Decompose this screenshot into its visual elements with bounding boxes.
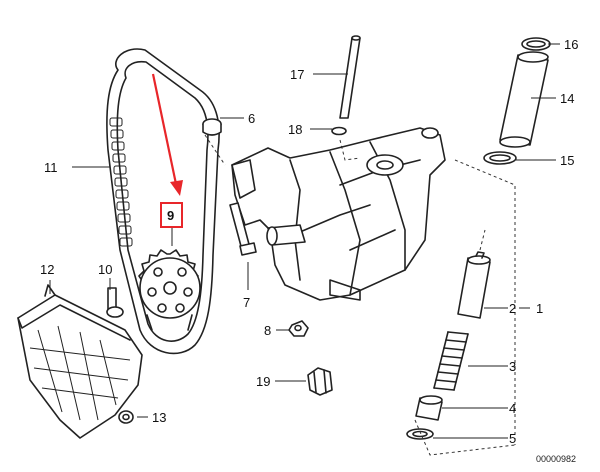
label-15[interactable]: 15	[560, 153, 574, 168]
tube-14[interactable]	[499, 51, 549, 148]
label-2[interactable]: 2	[509, 301, 516, 316]
seal-16[interactable]	[521, 37, 551, 51]
clip-19[interactable]	[307, 367, 333, 396]
label-12[interactable]: 12	[40, 262, 54, 277]
oil-pump-housing[interactable]	[231, 127, 446, 301]
label-14[interactable]: 14	[560, 91, 574, 106]
bolt-7[interactable]	[229, 202, 257, 256]
label-19[interactable]: 19	[256, 374, 270, 389]
nut-8[interactable]	[288, 320, 309, 337]
label-11[interactable]: 11	[44, 160, 58, 175]
timing-chain[interactable]	[106, 48, 220, 355]
label-10[interactable]: 10	[98, 262, 112, 277]
chain-guard[interactable]	[17, 284, 143, 439]
label-16[interactable]: 16	[564, 37, 578, 52]
bolt-10[interactable]	[106, 287, 124, 318]
label-9[interactable]: 9	[167, 208, 174, 223]
label-4[interactable]: 4	[509, 401, 516, 416]
part-labels: 1 2 3 4 5 6 7 8 9 10 11 12 13 14 15 16 1…	[40, 37, 578, 446]
label-5[interactable]: 5	[509, 431, 516, 446]
nut-13[interactable]	[118, 410, 134, 424]
piston-2[interactable]	[457, 251, 491, 319]
ring-18[interactable]	[331, 126, 347, 136]
highlight-box	[160, 202, 183, 228]
rod-17[interactable]	[339, 35, 361, 119]
label-3[interactable]: 3	[509, 359, 516, 374]
label-1[interactable]: 1	[536, 301, 543, 316]
highlight-arrow	[151, 73, 183, 196]
ring-5[interactable]	[406, 428, 434, 440]
spring-3[interactable]	[433, 331, 469, 391]
label-7[interactable]: 7	[243, 295, 250, 310]
assembly-lines	[204, 134, 516, 456]
sleeve-6[interactable]	[202, 118, 222, 136]
leader-lines	[49, 43, 560, 439]
drawing-number: 00000982	[536, 454, 576, 464]
seal-15[interactable]	[483, 151, 517, 165]
label-13[interactable]: 13	[152, 410, 166, 425]
label-18[interactable]: 18	[288, 122, 302, 137]
cap-4[interactable]	[415, 395, 443, 421]
sprocket[interactable]	[138, 249, 201, 331]
label-8[interactable]: 8	[264, 323, 271, 338]
label-17[interactable]: 17	[290, 67, 304, 82]
label-6[interactable]: 6	[248, 111, 255, 126]
